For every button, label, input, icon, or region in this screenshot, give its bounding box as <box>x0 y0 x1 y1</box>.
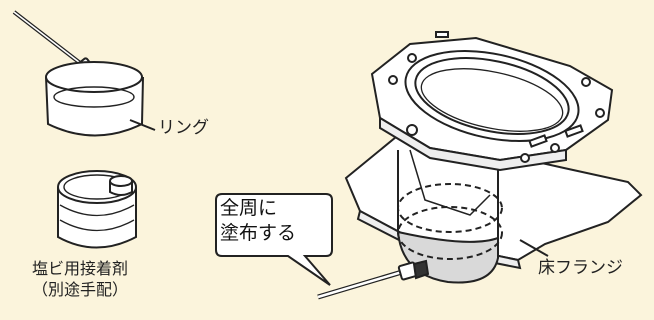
brush-icon <box>317 259 430 300</box>
callout-text: 全周に 塗布する <box>216 196 332 254</box>
adhesive-label: 塩ビ用接着剤 （別途手配） <box>32 258 128 300</box>
floor-flange-icon <box>344 31 643 284</box>
ring-label: リング <box>158 118 209 138</box>
floor-flange-label: 床フランジ <box>538 258 623 278</box>
callout-line2: 塗布する <box>220 222 297 244</box>
callout-line1: 全周に <box>220 197 278 219</box>
adhesive-can-icon <box>57 170 137 249</box>
callout-bubble <box>215 193 333 286</box>
ring-icon <box>45 61 156 137</box>
adhesive-label-line1: 塩ビ用接着剤 <box>32 259 129 278</box>
adhesive-label-line2: （別途手配） <box>32 280 129 299</box>
